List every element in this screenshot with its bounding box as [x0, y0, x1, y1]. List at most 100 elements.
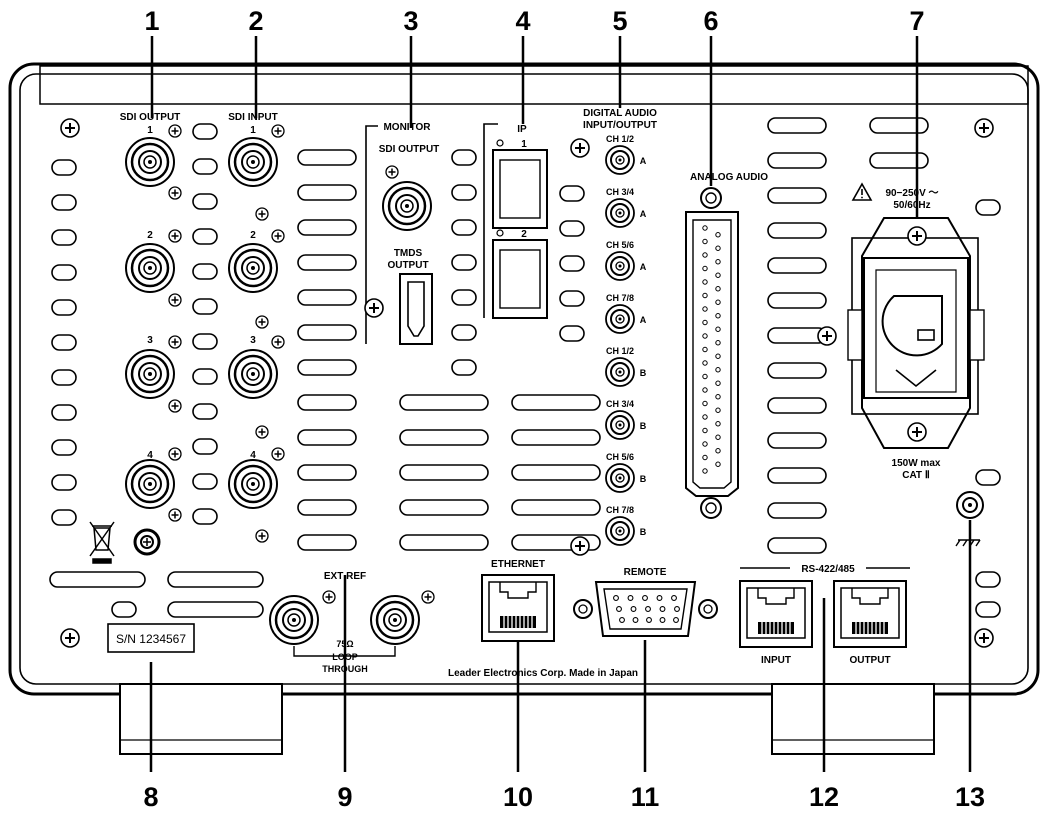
ip-bracket	[483, 123, 498, 318]
vent-slot	[399, 464, 489, 481]
monitor-sdi-output-label: SDI OUTPUT	[379, 144, 440, 155]
sdi-output-4-bnc-icon[interactable]	[124, 458, 176, 510]
vent-slot	[767, 222, 827, 239]
screw-icon	[322, 590, 336, 604]
vent-slot	[869, 117, 929, 134]
screw-icon	[255, 425, 269, 439]
remote-dsub-port-icon[interactable]	[573, 581, 718, 637]
dsub-pin	[715, 367, 721, 373]
remote-pin	[645, 606, 651, 612]
digital-audio-bnc-icon[interactable]	[605, 304, 635, 334]
dsub-pin	[702, 238, 708, 245]
callout-11: 11	[631, 782, 660, 812]
sdi-input-3-bnc-icon[interactable]	[227, 348, 279, 400]
rs422-output-label: OUTPUT	[849, 655, 890, 666]
sdi-input-1-bnc-icon[interactable]	[227, 136, 279, 188]
sdi-output-2-bnc-icon[interactable]	[124, 242, 176, 294]
digital-audio-channel-label: CH 5/6	[606, 452, 634, 462]
screw-icon	[168, 447, 182, 461]
vent-slot	[975, 199, 1001, 216]
ext-ref-loop-bnc-icon[interactable]	[268, 594, 320, 646]
vent-slot	[451, 219, 477, 236]
digital-audio-bnc-icon[interactable]	[605, 516, 635, 546]
remote-pin	[627, 595, 634, 601]
vent-slot	[451, 184, 477, 201]
vent-slot	[451, 289, 477, 306]
dsub-pin	[715, 286, 721, 292]
vent-slot	[51, 404, 77, 421]
digital-audio-bnc-icon[interactable]	[605, 410, 635, 440]
vent-slot	[51, 264, 77, 281]
vent-slot	[192, 508, 218, 525]
power-inlet-icon[interactable]	[847, 217, 985, 449]
rs422-input-port-icon[interactable]	[739, 580, 813, 648]
screw-icon	[817, 326, 837, 346]
sdi-input-2-bnc-icon[interactable]	[227, 242, 279, 294]
frame-ground-symbol-icon	[955, 539, 981, 547]
analog-audio-dsub-port-icon[interactable]	[685, 187, 739, 519]
digital-audio-channel-label: CH 5/6	[606, 240, 634, 250]
dsub-pin	[715, 461, 721, 467]
power-rating-label: 150W max	[892, 458, 941, 469]
vent-slot	[511, 429, 601, 446]
digital-audio-bnc-icon[interactable]	[605, 463, 635, 493]
screw-icon	[168, 186, 182, 200]
ip1-sfp-port-icon[interactable]	[492, 149, 548, 229]
digital-audio-bnc-icon[interactable]	[605, 198, 635, 228]
rs422-output-port-icon[interactable]	[833, 580, 907, 648]
vent-slot	[559, 255, 585, 272]
screw-icon	[364, 298, 384, 318]
dsub-pin	[715, 394, 721, 400]
dsub-pin	[702, 346, 708, 353]
dsub-pin	[702, 319, 708, 326]
dsub-pin	[702, 414, 708, 420]
ext-ref-through-bnc-icon[interactable]	[369, 594, 421, 646]
screw-icon	[421, 590, 435, 604]
tmds-output-label: OUTPUT	[387, 260, 428, 271]
dsub-pin	[702, 252, 708, 258]
warning-triangle-icon	[851, 182, 873, 201]
remote-pin	[613, 595, 619, 601]
vent-slot	[767, 152, 827, 169]
vent-slot	[511, 464, 601, 481]
digital-audio-bnc-icon[interactable]	[605, 357, 635, 387]
vent-slot	[767, 537, 827, 554]
vent-slot	[51, 194, 77, 211]
vent-slot	[559, 290, 585, 307]
dsub-pin	[715, 407, 721, 413]
screw-icon	[271, 335, 285, 349]
sdi-output-1-bnc-icon[interactable]	[124, 136, 176, 188]
screw-icon	[570, 536, 590, 556]
right-foot	[771, 683, 935, 755]
dsub-pin	[702, 225, 708, 231]
digital-audio-bnc-icon[interactable]	[605, 251, 635, 281]
dsub-pin	[715, 259, 721, 265]
vent-slot	[559, 220, 585, 237]
ethernet-port-icon[interactable]	[481, 574, 555, 642]
sdi-output-4-label: 4	[147, 450, 153, 461]
ip1-label: 1	[521, 139, 527, 150]
sdi-output-3-bnc-icon[interactable]	[124, 348, 176, 400]
ohm-label: 75Ω	[336, 639, 353, 649]
digital-audio-channel-label: CH 7/8	[606, 293, 634, 303]
monitor-sdi-output-bnc-icon[interactable]	[381, 180, 433, 232]
sdi-input-4-bnc-icon[interactable]	[227, 458, 279, 510]
ip2-sfp-port-icon[interactable]	[492, 239, 548, 319]
dsub-pin	[702, 441, 708, 447]
sdi-output-1-label: 1	[147, 125, 153, 136]
ip1-led-icon	[496, 139, 504, 147]
vent-slot	[297, 324, 357, 341]
vent-slot	[297, 184, 357, 201]
hdmi-port-icon[interactable]	[399, 273, 433, 345]
vent-slot	[451, 324, 477, 341]
digital-audio-group-label: B	[640, 474, 647, 484]
input-output-label: INPUT/OUTPUT	[583, 120, 657, 131]
vent-slot	[399, 429, 489, 446]
ground-terminal-icon[interactable]	[956, 491, 984, 519]
digital-audio-bnc-icon[interactable]	[605, 145, 635, 175]
dsub-pin	[702, 306, 708, 312]
dsub-pin	[715, 434, 721, 440]
serial-number-plate: S/N 1234567	[107, 623, 195, 653]
vent-slot	[192, 368, 218, 385]
remote-pin	[646, 617, 652, 623]
